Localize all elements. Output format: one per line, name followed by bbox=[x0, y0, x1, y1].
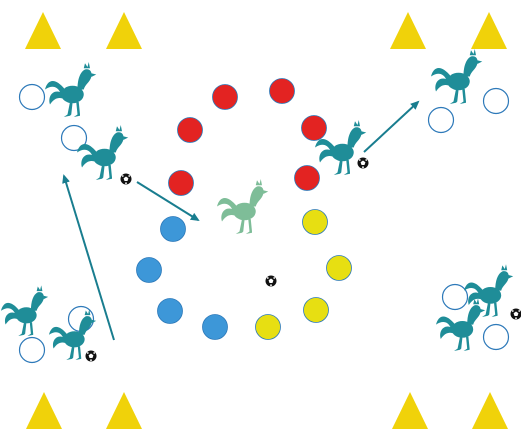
rooster-icon bbox=[217, 179, 269, 234]
marker-disc-icon bbox=[482, 87, 510, 115]
marker-disc-icon bbox=[427, 106, 455, 134]
team-disc-icon bbox=[302, 209, 328, 235]
soccer-ball-icon bbox=[510, 308, 521, 320]
cone-icon bbox=[106, 12, 142, 49]
team-discs-layer bbox=[136, 78, 352, 340]
rooster-icon bbox=[436, 298, 486, 351]
marker-disc-icon bbox=[441, 283, 469, 311]
markers-layer bbox=[18, 83, 510, 364]
soccer-ball-icon bbox=[357, 157, 369, 169]
marker-disc-icon bbox=[18, 83, 46, 111]
rooster-icon bbox=[49, 309, 97, 360]
cone-icon bbox=[471, 12, 507, 49]
team-disc-icon bbox=[160, 216, 186, 242]
balls-layer bbox=[85, 157, 521, 362]
cone-icon bbox=[392, 392, 428, 429]
marker-disc-icon bbox=[60, 124, 88, 152]
team-disc-icon bbox=[157, 298, 183, 324]
team-disc-icon bbox=[202, 314, 228, 340]
cone-icon bbox=[472, 392, 508, 429]
arrow-icon bbox=[363, 100, 420, 153]
team-disc-icon bbox=[255, 314, 281, 340]
team-disc-icon bbox=[301, 115, 327, 141]
rooster-icon bbox=[1, 285, 49, 336]
team-disc-icon bbox=[136, 257, 162, 283]
team-disc-icon bbox=[177, 117, 203, 143]
rooster-icon bbox=[77, 125, 129, 180]
arrow-icon bbox=[136, 181, 200, 222]
team-disc-icon bbox=[303, 297, 329, 323]
rooster-icon bbox=[315, 120, 367, 175]
rooster-icon bbox=[431, 49, 483, 104]
cone-icon bbox=[390, 12, 426, 49]
cone-icon bbox=[106, 392, 142, 429]
soccer-ball-icon bbox=[85, 350, 97, 362]
rooster-icon bbox=[464, 264, 514, 317]
marker-disc-icon bbox=[482, 323, 510, 351]
team-disc-icon bbox=[294, 165, 320, 191]
arrows-layer bbox=[62, 100, 420, 341]
cone-icon bbox=[26, 392, 62, 429]
soccer-ball-icon bbox=[120, 173, 132, 185]
cone-icon bbox=[25, 12, 61, 49]
cones-layer bbox=[25, 12, 508, 429]
soccer-ball-icon bbox=[265, 275, 277, 287]
rooster-icon bbox=[45, 62, 97, 117]
team-disc-icon bbox=[269, 78, 295, 104]
arrow-icon bbox=[62, 174, 115, 341]
players-layer bbox=[1, 49, 514, 360]
team-disc-icon bbox=[212, 84, 238, 110]
marker-disc-icon bbox=[18, 336, 46, 364]
team-disc-icon bbox=[168, 170, 194, 196]
team-disc-icon bbox=[326, 255, 352, 281]
